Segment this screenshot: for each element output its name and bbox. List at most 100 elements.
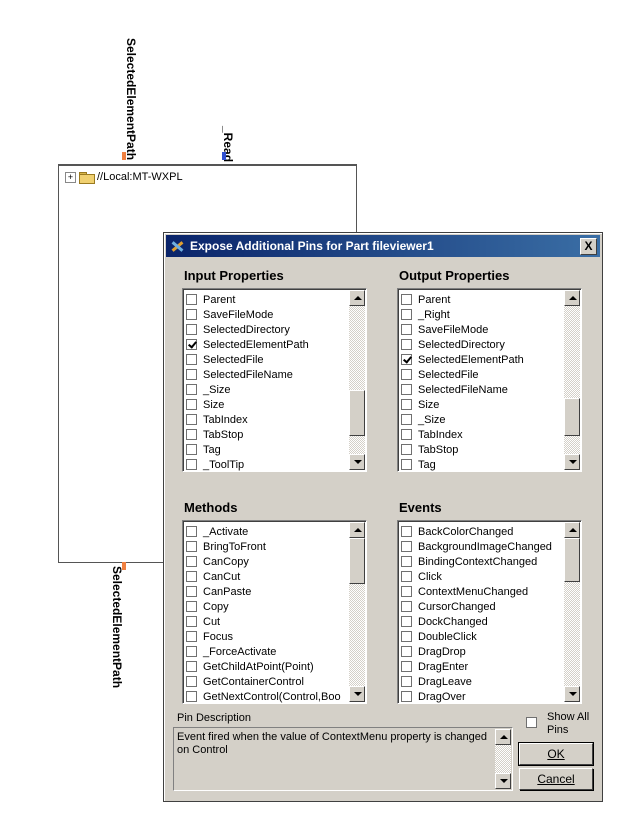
item-checkbox[interactable]: [186, 399, 197, 410]
input-property-item[interactable]: _ToolTip: [186, 457, 348, 471]
item-checkbox[interactable]: [186, 676, 197, 687]
item-checkbox[interactable]: [401, 459, 412, 470]
event-item[interactable]: DragDrop: [401, 644, 563, 659]
item-checkbox[interactable]: [186, 616, 197, 627]
item-checkbox[interactable]: [401, 571, 412, 582]
item-checkbox[interactable]: [186, 384, 197, 395]
item-checkbox[interactable]: [186, 369, 197, 380]
input-property-item[interactable]: SelectedDirectory: [186, 322, 348, 337]
item-checkbox[interactable]: [401, 339, 412, 350]
event-item[interactable]: DragEnter: [401, 659, 563, 674]
output-property-item[interactable]: Parent: [401, 292, 563, 307]
scroll-thumb[interactable]: [564, 538, 580, 582]
scroll-up-button[interactable]: [564, 522, 580, 538]
item-checkbox[interactable]: [401, 444, 412, 455]
item-checkbox[interactable]: [186, 586, 197, 597]
scroll-up-button[interactable]: [349, 522, 365, 538]
method-item[interactable]: GetNextControl(Control,Boo: [186, 689, 348, 703]
item-checkbox[interactable]: [401, 616, 412, 627]
input-property-item[interactable]: Parent: [186, 292, 348, 307]
item-checkbox[interactable]: [401, 414, 412, 425]
item-checkbox[interactable]: [186, 414, 197, 425]
event-item[interactable]: DoubleClick: [401, 629, 563, 644]
scroll-thumb[interactable]: [564, 398, 580, 436]
events-scrollbar[interactable]: [564, 522, 580, 702]
scroll-down-button[interactable]: [495, 773, 511, 789]
item-checkbox[interactable]: [401, 541, 412, 552]
item-checkbox[interactable]: [186, 324, 197, 335]
method-item[interactable]: _Activate: [186, 524, 348, 539]
input-property-item[interactable]: TabStop: [186, 427, 348, 442]
input-property-item[interactable]: SelectedElementPath: [186, 337, 348, 352]
output-property-item[interactable]: SelectedElementPath: [401, 352, 563, 367]
scroll-up-button[interactable]: [495, 729, 511, 745]
input-property-item[interactable]: SaveFileMode: [186, 307, 348, 322]
output-pin-marker[interactable]: [122, 562, 126, 570]
item-checkbox[interactable]: [401, 429, 412, 440]
output-property-item[interactable]: SaveFileMode: [401, 322, 563, 337]
event-item[interactable]: CursorChanged: [401, 599, 563, 614]
item-checkbox[interactable]: [186, 541, 197, 552]
output-property-item[interactable]: TabIndex: [401, 427, 563, 442]
input-property-item[interactable]: SelectedFileName: [186, 367, 348, 382]
method-item[interactable]: GetContainerControl: [186, 674, 348, 689]
method-item[interactable]: Cut: [186, 614, 348, 629]
item-checkbox[interactable]: [186, 556, 197, 567]
method-item[interactable]: _ForceActivate: [186, 644, 348, 659]
item-checkbox[interactable]: [401, 324, 412, 335]
input-property-item[interactable]: TabIndex: [186, 412, 348, 427]
read-pin-marker[interactable]: [222, 152, 226, 160]
method-item[interactable]: BringToFront: [186, 539, 348, 554]
input-property-item[interactable]: Size: [186, 397, 348, 412]
item-checkbox[interactable]: [401, 661, 412, 672]
item-checkbox[interactable]: [186, 294, 197, 305]
scroll-down-button[interactable]: [564, 686, 580, 702]
item-checkbox[interactable]: [401, 309, 412, 320]
input-property-item[interactable]: Tag: [186, 442, 348, 457]
item-checkbox[interactable]: [186, 459, 197, 470]
item-checkbox[interactable]: [401, 631, 412, 642]
event-item[interactable]: DockChanged: [401, 614, 563, 629]
item-checkbox[interactable]: [186, 354, 197, 365]
item-checkbox[interactable]: [401, 556, 412, 567]
item-checkbox[interactable]: [186, 526, 197, 537]
input-property-item[interactable]: _Size: [186, 382, 348, 397]
item-checkbox[interactable]: [401, 601, 412, 612]
item-checkbox[interactable]: [186, 631, 197, 642]
scroll-thumb[interactable]: [349, 538, 365, 584]
method-item[interactable]: GetChildAtPoint(Point): [186, 659, 348, 674]
item-checkbox[interactable]: [186, 309, 197, 320]
item-checkbox[interactable]: [186, 646, 197, 657]
item-checkbox[interactable]: [186, 691, 197, 702]
event-item[interactable]: ContextMenuChanged: [401, 584, 563, 599]
output-property-item[interactable]: Tag: [401, 457, 563, 471]
tree-root-row[interactable]: + //Local:MT-WXPL: [65, 171, 183, 184]
description-scrollbar[interactable]: [495, 729, 511, 789]
method-item[interactable]: Copy: [186, 599, 348, 614]
event-item[interactable]: DragLeave: [401, 674, 563, 689]
event-item[interactable]: BackColorChanged: [401, 524, 563, 539]
method-item[interactable]: Focus: [186, 629, 348, 644]
item-checkbox[interactable]: [186, 429, 197, 440]
output-property-item[interactable]: _Size: [401, 412, 563, 427]
item-checkbox[interactable]: [186, 661, 197, 672]
dialog-titlebar[interactable]: Expose Additional Pins for Part fileview…: [166, 235, 600, 257]
item-checkbox[interactable]: [401, 676, 412, 687]
item-checkbox[interactable]: [186, 571, 197, 582]
method-item[interactable]: CanCut: [186, 569, 348, 584]
scroll-thumb[interactable]: [349, 390, 365, 436]
scroll-down-button[interactable]: [349, 686, 365, 702]
item-checkbox[interactable]: [401, 354, 412, 365]
event-item[interactable]: BindingContextChanged: [401, 554, 563, 569]
output-property-item[interactable]: SelectedFileName: [401, 382, 563, 397]
output-properties-scrollbar[interactable]: [564, 290, 580, 470]
tree-expander-icon[interactable]: +: [65, 171, 76, 183]
output-property-item[interactable]: TabStop: [401, 442, 563, 457]
item-checkbox[interactable]: [186, 444, 197, 455]
scroll-up-button[interactable]: [564, 290, 580, 306]
item-checkbox[interactable]: [186, 339, 197, 350]
scroll-down-button[interactable]: [564, 454, 580, 470]
item-checkbox[interactable]: [186, 601, 197, 612]
output-property-item[interactable]: SelectedFile: [401, 367, 563, 382]
